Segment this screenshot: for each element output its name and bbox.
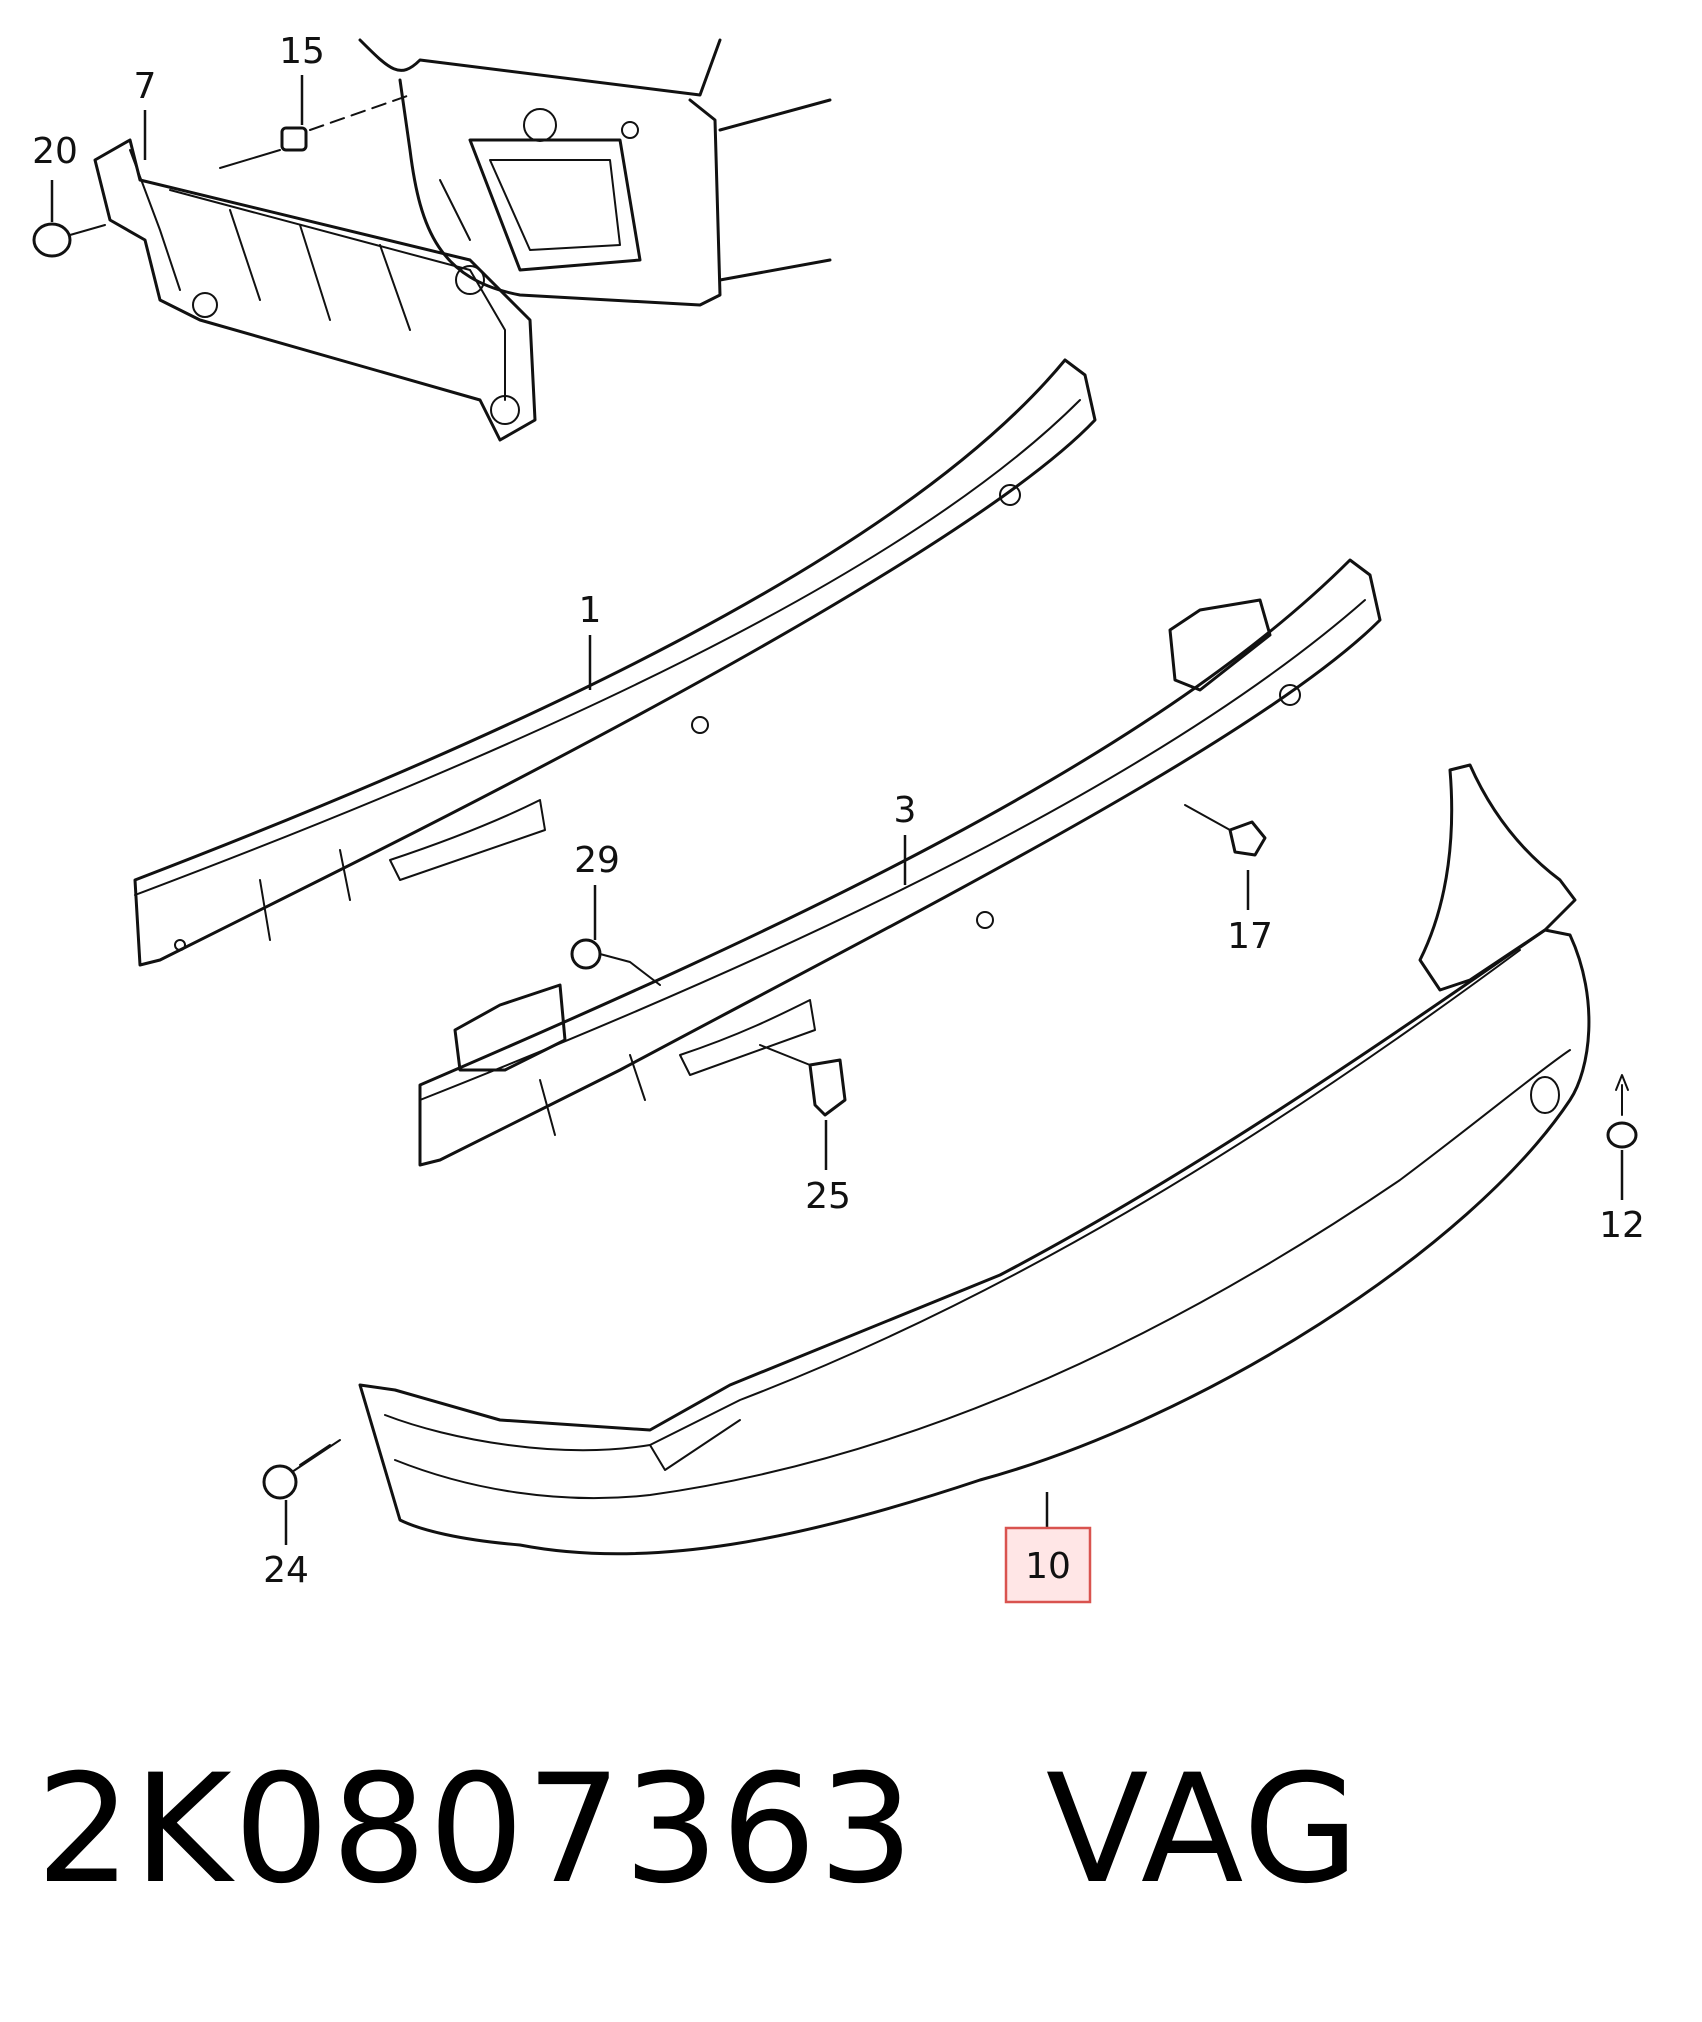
bumper-cover-part-10 bbox=[358, 763, 1591, 1556]
callout-25: 25 bbox=[805, 1176, 851, 1217]
callout-10: 10 bbox=[1025, 1546, 1071, 1587]
nut-part-15 bbox=[219, 94, 411, 169]
callout-15: 15 bbox=[279, 31, 325, 72]
callout-29: 29 bbox=[574, 840, 620, 881]
brand-name: VAG bbox=[1045, 1743, 1362, 1917]
callout-3: 3 bbox=[894, 790, 917, 831]
absorber-bar-part-3 bbox=[418, 558, 1382, 1167]
callout-7: 7 bbox=[134, 66, 157, 107]
callout-labels: 7 15 20 1 3 29 17 25 12 24 10 bbox=[32, 31, 1645, 1604]
callout-17: 17 bbox=[1227, 916, 1273, 957]
nut-part-17 bbox=[1184, 804, 1267, 857]
callout-24: 24 bbox=[263, 1550, 309, 1591]
leader-lines bbox=[50, 75, 1624, 1545]
impact-bar-part-1 bbox=[133, 358, 1097, 967]
callout-1: 1 bbox=[579, 590, 602, 631]
callout-10-highlight-box bbox=[1004, 1526, 1092, 1604]
callout-12: 12 bbox=[1599, 1205, 1645, 1246]
clip-part-25 bbox=[759, 1044, 847, 1117]
callout-20: 20 bbox=[32, 131, 78, 172]
body-panel bbox=[358, 38, 832, 307]
bolt-part-29 bbox=[570, 938, 661, 986]
screw-part-24 bbox=[262, 1439, 341, 1500]
part-number: 2K0807363 bbox=[36, 1743, 916, 1917]
clip-part-20 bbox=[32, 222, 106, 258]
bracket-part-7 bbox=[93, 138, 537, 442]
clip-part-12 bbox=[1606, 1074, 1638, 1149]
